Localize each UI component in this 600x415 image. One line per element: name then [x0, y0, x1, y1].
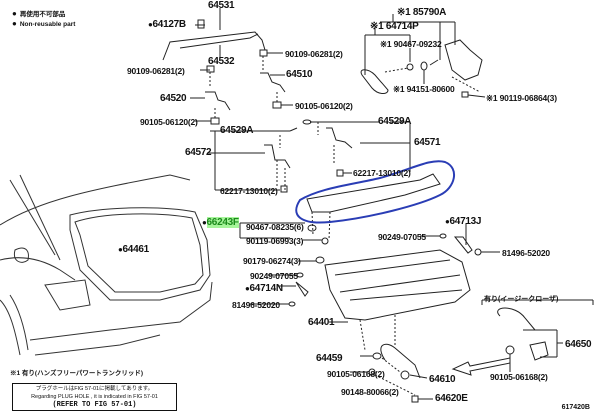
part-90109-left[interactable]: 90109-06281(2) — [127, 66, 185, 76]
part-64127B[interactable]: 64127B — [148, 20, 187, 30]
damper-64713J — [453, 236, 473, 254]
part-64571[interactable]: 64571 — [414, 137, 441, 148]
part-64714N[interactable]: 64714N — [245, 284, 284, 294]
rod-64532 — [179, 33, 259, 49]
part-64401[interactable]: 64401 — [308, 317, 335, 328]
part-66243F[interactable]: 66243F — [202, 217, 239, 228]
part-90105-left[interactable]: 90105-06120(2) — [140, 117, 198, 127]
bracket-64520 — [205, 91, 231, 111]
nut-90467-09232 — [406, 63, 414, 71]
part-90105-06168-right[interactable]: 90105-06168(2) — [490, 372, 548, 382]
motor-85790A — [444, 39, 483, 81]
damper-64714N — [295, 281, 309, 297]
part-90148[interactable]: 90148-80066(2) — [341, 387, 399, 397]
part-64714P[interactable]: ※1 64714P — [370, 21, 419, 32]
easy-closer-label: 有り(イージークローザ) — [484, 296, 559, 303]
part-62217-left[interactable]: 62217-13010(2) — [220, 186, 278, 196]
part-90109-right[interactable]: 90109-06281(2) — [285, 49, 343, 59]
note-en: Regarding PLUG HOLE , it is indicated in… — [31, 394, 158, 400]
part-64529A-right[interactable]: 64529A — [378, 116, 412, 127]
car-roof — [0, 174, 191, 226]
part-90119-06864[interactable]: ※1 90119-06864(3) — [486, 93, 557, 103]
part-81496-left[interactable]: 81496-52020 — [232, 300, 280, 310]
part-90119-06993[interactable]: 90119-06993(3) — [246, 236, 304, 246]
part-90105-06168[interactable]: 90105-06168(2) — [327, 369, 385, 379]
part-64510[interactable]: 64510 — [286, 69, 313, 80]
part-64620E[interactable]: 64620E — [435, 393, 468, 404]
note-ref[interactable]: (REFER TO FIG 57-01) — [52, 401, 137, 409]
trunk-opening — [69, 207, 211, 301]
part-90467-08235[interactable]: 90467-08235(6) — [246, 222, 304, 232]
part-81496-right[interactable]: 81496-52020 — [502, 248, 550, 258]
part-64520[interactable]: 64520 — [160, 93, 187, 104]
part-90467-09232[interactable]: ※1 90467-09232 — [380, 39, 442, 49]
part-64461[interactable]: 64461 — [118, 245, 150, 255]
part-64531[interactable]: 64531 — [208, 0, 235, 11]
part-64610[interactable]: 64610 — [429, 374, 456, 385]
direction-arrow — [451, 357, 511, 376]
note-jp: プラグホールはFIG 57-01に掲載してあります。 — [35, 386, 154, 392]
rod-64531 — [162, 31, 266, 61]
nut-94151 — [420, 61, 428, 71]
cable-64610 — [380, 343, 421, 379]
part-90249-left[interactable]: 90249-07055 — [250, 271, 298, 281]
part-64650[interactable]: 64650 — [565, 339, 592, 350]
bracket-64510 — [260, 72, 286, 93]
figure-id: 617420B — [561, 404, 590, 411]
part-62217-right[interactable]: 62217-13010(2) — [353, 168, 411, 178]
clip-64127B — [197, 19, 205, 29]
part-64529A-left[interactable]: 64529A — [220, 125, 254, 136]
highlight-ring — [295, 160, 455, 224]
part-64713J[interactable]: 64713J — [445, 217, 482, 227]
part-64572[interactable]: 64572 — [185, 147, 212, 158]
cable-64714P — [360, 69, 389, 94]
part-66243F-highlight: 66243F — [206, 217, 239, 228]
legend-en-text: Non-reusable part — [19, 21, 76, 28]
note-title: ※1 有り(ハンズフリーパワートランクリッド) — [10, 370, 144, 377]
legend-jp-text: 再使用不可部品 — [19, 11, 66, 18]
legend-jp: ●再使用不可部品 — [12, 9, 66, 18]
cable-64650 — [497, 307, 536, 331]
part-64532[interactable]: 64532 — [208, 56, 235, 67]
part-85790A[interactable]: ※1 85790A — [397, 7, 447, 18]
trunk-lid-64401 — [324, 249, 471, 321]
part-64459[interactable]: 64459 — [316, 353, 343, 364]
part-90249-right[interactable]: 90249-07055 — [378, 232, 426, 242]
legend-en: ●Non-reusable part — [12, 19, 76, 28]
part-94151[interactable]: ※1 94151-80600 — [393, 84, 455, 94]
note-box: プラグホールはFIG 57-01に掲載してあります。 Regarding PLU… — [12, 383, 177, 411]
spoiler-66243F — [306, 173, 441, 213]
hinge-left — [264, 144, 291, 169]
hinge-right — [326, 127, 353, 149]
part-90105-right[interactable]: 90105-06120(2) — [295, 101, 353, 111]
closer-64650 — [529, 341, 549, 361]
part-90179[interactable]: 90179-06274(3) — [243, 256, 301, 266]
